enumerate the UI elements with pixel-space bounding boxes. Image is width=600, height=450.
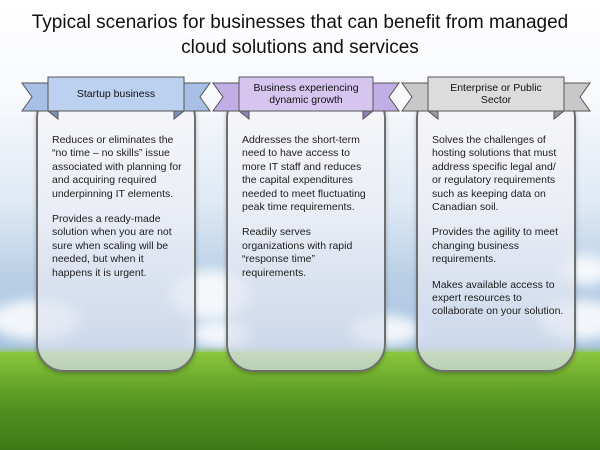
- card-paragraph: Provides the agility to meet changing bu…: [432, 226, 559, 266]
- scenario-card-enterprise: Solves the challenges of hosting solutio…: [416, 90, 576, 372]
- scenario-card-startup: Reduces or eliminates the “no time – no …: [36, 90, 196, 372]
- card-body: Solves the challenges of hosting solutio…: [432, 134, 566, 331]
- card-paragraph: Readily serves organizations with rapid …: [242, 226, 353, 279]
- card-paragraph: Addresses the short-term need to have ac…: [242, 134, 366, 214]
- card-heading: Business experiencing dynamic growth: [253, 81, 359, 107]
- ribbon-banner: [401, 76, 591, 121]
- ribbon-banner: [212, 76, 400, 121]
- card-paragraph: Provides a ready-made solution when you …: [52, 213, 172, 279]
- card-body: Reduces or eliminates the “no time – no …: [52, 134, 186, 292]
- scenario-card-dynamic-growth: Addresses the short-term need to have ac…: [226, 90, 386, 372]
- card-paragraph: Makes available access to expert resourc…: [432, 278, 564, 318]
- card-paragraph: Solves the challenges of hosting solutio…: [432, 134, 557, 214]
- slide-title: Typical scenarios for businesses that ca…: [31, 12, 569, 58]
- card-paragraph: Reduces or eliminates the “no time – no …: [52, 134, 182, 200]
- card-body: Addresses the short-term need to have ac…: [242, 134, 376, 292]
- card-heading: Enterprise or Public Sector: [450, 81, 542, 107]
- ribbon-banner: [21, 76, 211, 121]
- card-heading: Startup business: [76, 87, 156, 100]
